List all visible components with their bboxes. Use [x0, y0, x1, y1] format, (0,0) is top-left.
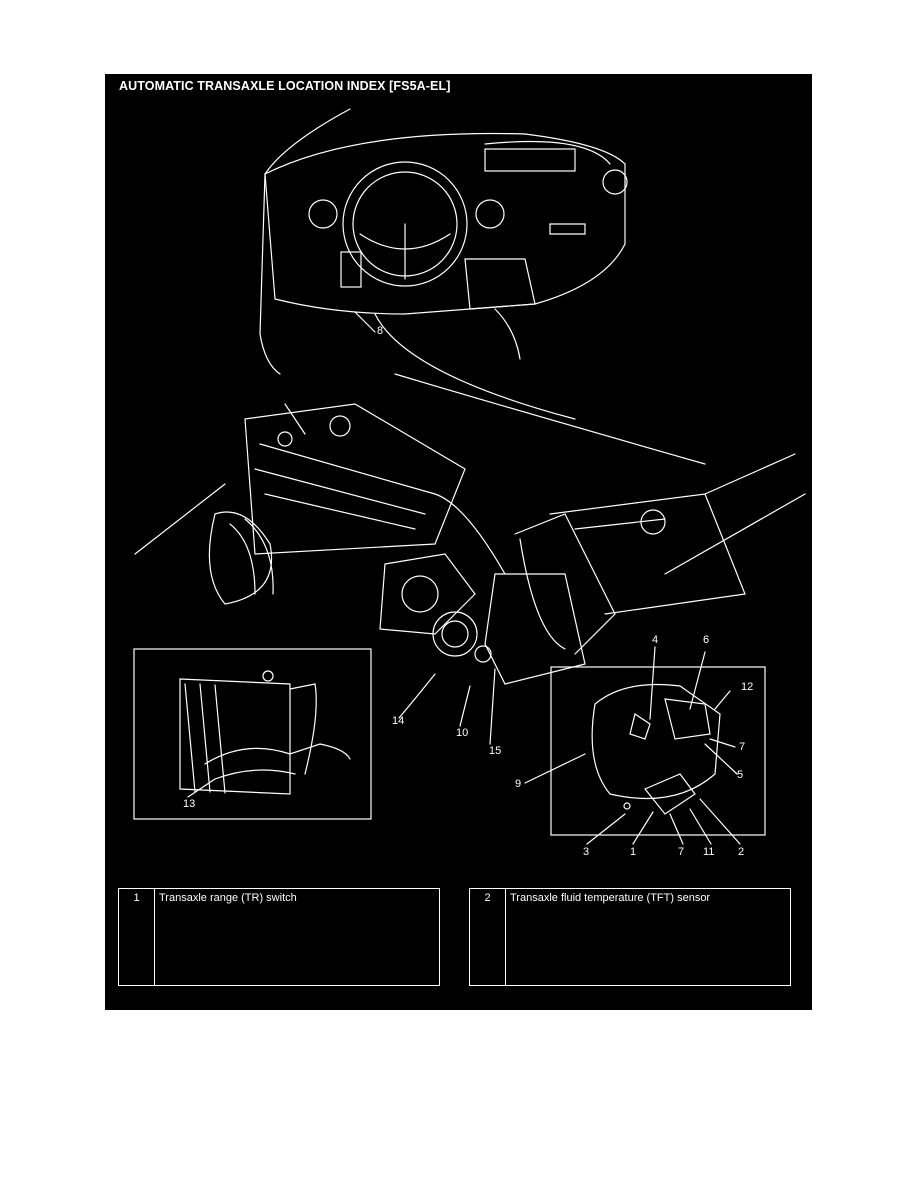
callout-5: 5	[737, 769, 743, 781]
radiator-illustration	[179, 670, 351, 795]
dashboard-illustration	[259, 108, 706, 465]
callout-labels: 8 4 6 12 7 5 14 10 15 9 3 1 7 11 2 13	[183, 325, 753, 858]
location-diagram: 8 4 6 12 7 5 14 10 15 9 3 1 7 11 2 13	[133, 108, 806, 858]
valve-body-inset-frame	[550, 666, 766, 836]
engine-illustration	[134, 403, 806, 685]
leader-lines	[187, 311, 741, 845]
callout-7a: 7	[739, 741, 745, 753]
legend-number: 1	[119, 889, 155, 985]
valve-body-illustration	[591, 683, 721, 815]
callout-10: 10	[456, 727, 468, 739]
callout-2: 2	[738, 846, 744, 858]
legend-entry-1: 1 Transaxle range (TR) switch	[118, 888, 440, 986]
callout-4: 4	[652, 634, 658, 646]
callout-7b: 7	[678, 846, 684, 858]
callout-13: 13	[183, 798, 195, 810]
page-title: AUTOMATIC TRANSAXLE LOCATION INDEX [FS5A…	[119, 79, 451, 93]
callout-9: 9	[515, 778, 521, 790]
callout-12: 12	[741, 681, 753, 693]
callout-6: 6	[703, 634, 709, 646]
callout-3: 3	[583, 846, 589, 858]
legend-number: 2	[470, 889, 506, 985]
callout-14: 14	[392, 715, 404, 727]
legend-entry-2: 2 Transaxle fluid temperature (TFT) sens…	[469, 888, 791, 986]
legend-label: Transaxle range (TR) switch	[159, 892, 297, 904]
callout-15: 15	[489, 745, 501, 757]
legend-label: Transaxle fluid temperature (TFT) sensor	[510, 892, 711, 904]
callout-8: 8	[377, 325, 383, 337]
callout-11: 11	[703, 846, 714, 858]
location-index-sheet: AUTOMATIC TRANSAXLE LOCATION INDEX [FS5A…	[105, 74, 812, 1010]
callout-1: 1	[630, 846, 636, 858]
radiator-inset-frame	[133, 648, 372, 820]
